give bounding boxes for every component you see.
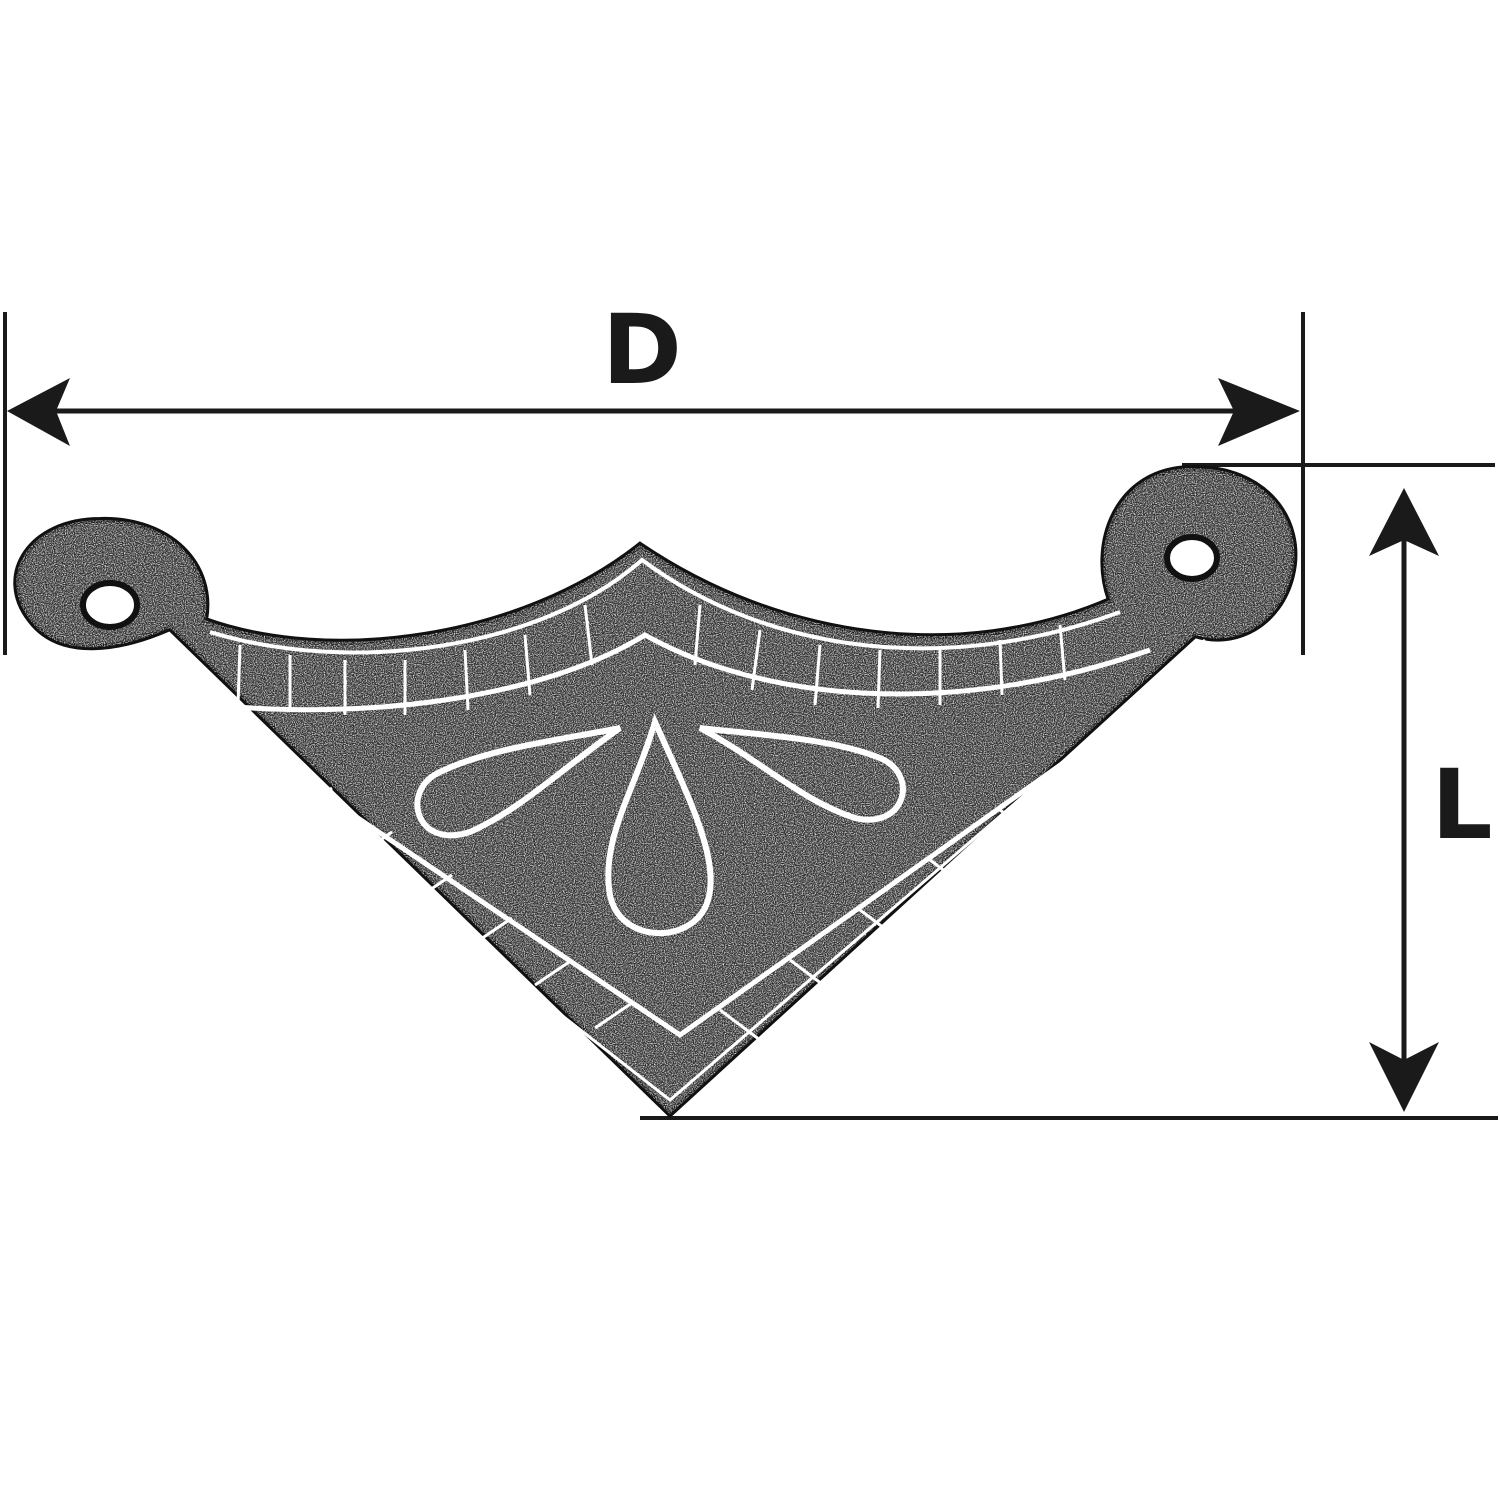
dimension-label-l: L <box>1431 749 1492 861</box>
mounting-hole-icon <box>80 580 140 630</box>
inner-border-top <box>214 632 1151 713</box>
teardrop-motif-left-icon <box>414 725 622 839</box>
arrowhead-right-icon <box>1218 378 1300 446</box>
dimension-l: L <box>640 463 1498 1120</box>
dimension-d: D <box>3 294 1305 655</box>
mounting-hole-icon <box>1164 534 1220 582</box>
teardrop-motif-right-icon <box>698 725 906 823</box>
arrowhead-up-icon <box>1369 488 1439 556</box>
bead-row-diagonals <box>174 698 1181 1042</box>
outer-border-top <box>209 557 1121 655</box>
bead-row-top <box>236 604 1067 715</box>
inner-border-diagonals <box>188 677 1182 1039</box>
dimension-label-d: D <box>602 294 682 406</box>
outer-border-diagonals <box>119 638 1206 1102</box>
bracket-texture <box>16 467 1295 1114</box>
ornamental-corner-bracket-icon <box>13 464 1298 1119</box>
arrowhead-left-icon <box>7 378 70 446</box>
teardrop-motif-icon <box>605 713 714 937</box>
arrowhead-down-icon <box>1369 1042 1439 1112</box>
